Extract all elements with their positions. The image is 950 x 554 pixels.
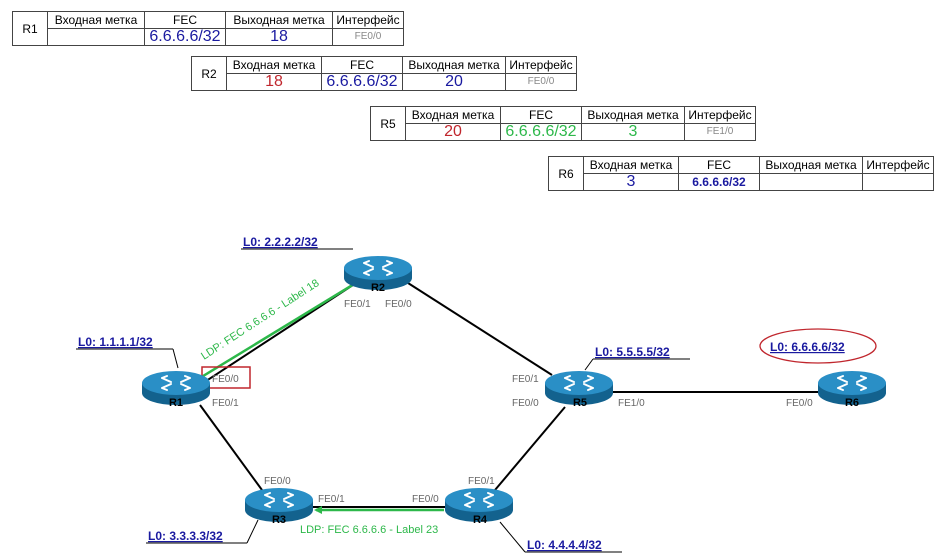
cell-interface: FE0/0: [332, 28, 404, 46]
header-out-label: Выходная метка: [225, 11, 333, 29]
iface-r4-fe01: FE0/1: [468, 476, 495, 487]
loopback-r3: L0: 3.3.3.3/32: [148, 529, 223, 543]
cell-in-label: 18: [226, 73, 322, 91]
iface-r6-fe00: FE0/0: [786, 398, 813, 409]
lfib-table-r6: R6 Входная метка FEC Выходная метка Инте…: [548, 156, 934, 191]
iface-r5-fe01: FE0/1: [512, 374, 539, 385]
iface-r1-fe00: FE0/0: [212, 374, 239, 385]
cell-fec: 6.6.6.6/32: [144, 28, 226, 46]
router-name-r6: R6: [845, 397, 859, 409]
iface-r3-fe00: FE0/0: [264, 476, 291, 487]
link-r4-r5: [494, 406, 566, 491]
iface-r2-fe01: FE0/1: [344, 299, 371, 310]
cell-in-label: 20: [405, 123, 501, 141]
iface-r2-fe00: FE0/0: [385, 299, 412, 310]
lfib-table-r5: R5 Входная метка FEC Выходная метка Инте…: [370, 106, 756, 141]
router-name-r2: R2: [371, 282, 385, 294]
cell-fec: 6.6.6.6/32: [678, 173, 760, 191]
loopback-r2: L0: 2.2.2.2/32: [243, 235, 318, 249]
iface-r5-fe00: FE0/0: [512, 398, 539, 409]
table-router-name: R6: [548, 156, 584, 191]
router-name-r4: R4: [473, 514, 488, 526]
lfib-table-r1: R1 Входная метка FEC Выходная метка Инте…: [12, 11, 404, 46]
header-interface: Интерфейс: [332, 11, 404, 29]
ldp-label-r2-r1: LDP: FEC 6.6.6.6 - Label 18: [199, 277, 321, 362]
loopback-r1: L0: 1.1.1.1/32: [78, 335, 153, 349]
iface-r3-fe01: FE0/1: [318, 494, 345, 505]
link-r2-r5: [407, 282, 553, 376]
header-out-label: Выходная метка: [759, 156, 863, 174]
table-router-name: R1: [12, 11, 48, 46]
cell-interface: FE1/0: [684, 123, 756, 141]
header-out-label: Выходная метка: [402, 56, 506, 74]
loopback-r5: L0: 5.5.5.5/32: [595, 345, 670, 359]
header-fec: FEC: [321, 56, 403, 74]
loopback-r6: L0: 6.6.6.6/32: [770, 340, 845, 354]
loopback-r4: L0: 4.4.4.4/32: [527, 538, 602, 552]
lfib-table-r2: R2 Входная метка FEC Выходная метка Инте…: [191, 56, 577, 91]
cell-interface: [862, 173, 934, 191]
cell-out-label: 18: [225, 28, 333, 46]
cell-in-label: 3: [583, 173, 679, 191]
link-r1-r3: [199, 404, 263, 491]
header-interface: Интерфейс: [505, 56, 577, 74]
cell-out-label: 20: [402, 73, 506, 91]
iface-r4-fe00: FE0/0: [412, 494, 439, 505]
router-name-r3: R3: [272, 514, 286, 526]
iface-r1-fe01: FE0/1: [212, 398, 239, 409]
r6-loopback-highlight: [759, 328, 877, 364]
iface-r5-fe10: FE1/0: [618, 398, 645, 409]
router-name-r1: R1: [169, 397, 183, 409]
cell-interface: FE0/0: [505, 73, 577, 91]
ldp-label-r4-r3: LDP: FEC 6.6.6.6 - Label 23: [300, 524, 438, 536]
cell-fec: 6.6.6.6/32: [500, 123, 582, 141]
cell-fec: 6.6.6.6/32: [321, 73, 403, 91]
ldp-arrow-r2-r1: [188, 276, 365, 386]
router-name-r5: R5: [573, 397, 587, 409]
header-in-label: Входная метка: [226, 56, 322, 74]
